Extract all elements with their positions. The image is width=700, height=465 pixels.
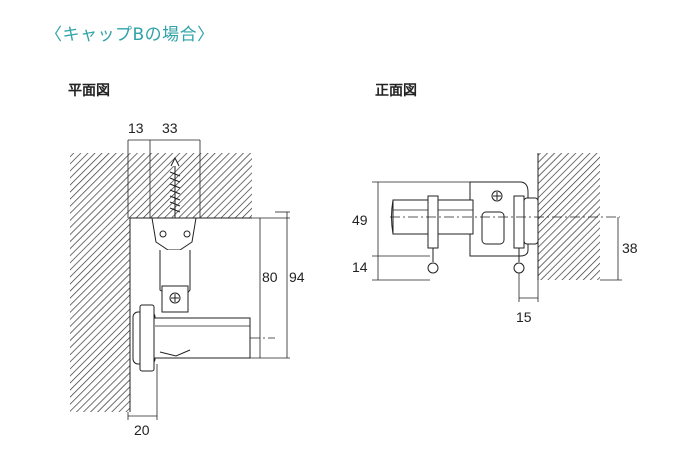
- dim-front-14: 14: [352, 259, 368, 275]
- plan-view: [70, 153, 275, 412]
- dim-plan-33: 33: [162, 120, 178, 136]
- dim-plan-94: 94: [289, 269, 305, 285]
- plan-view-title: 平面図: [68, 83, 110, 99]
- front-cap: [513, 195, 525, 249]
- ring-hook-left: [427, 262, 439, 274]
- dim-front-15: 15: [516, 309, 532, 325]
- screw: [169, 156, 181, 220]
- dim-plan-13: 13: [128, 120, 144, 136]
- plan-dimensions: [127, 139, 290, 420]
- ring-hook-right: [513, 262, 525, 274]
- dim-plan-80: 80: [262, 269, 278, 285]
- front-view: [390, 153, 620, 280]
- front-ring-left: [427, 195, 439, 249]
- front-dimension-labels: 49 14 38 15: [352, 212, 638, 325]
- front-dimensions: [372, 181, 622, 302]
- front-view-title: 正面図: [375, 83, 417, 99]
- dim-front-49: 49: [352, 212, 368, 228]
- section-heading: 〈キャップBの場合〉: [45, 25, 215, 45]
- front-wall-hatch: [538, 153, 600, 280]
- dim-plan-20: 20: [134, 422, 150, 438]
- plan-dimension-labels: 13 33 80 94 20: [128, 120, 305, 438]
- dim-front-38: 38: [622, 240, 638, 256]
